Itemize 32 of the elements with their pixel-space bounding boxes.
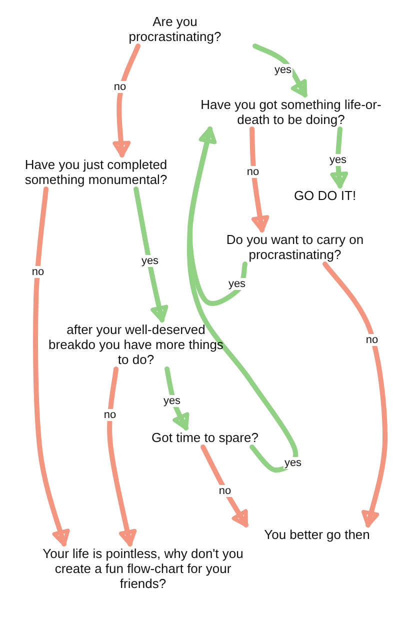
arrow: [186, 126, 298, 472]
edge-label: yes: [283, 457, 303, 469]
arrow: [134, 186, 168, 322]
edge-label: no: [112, 81, 128, 93]
arrow: [164, 366, 190, 430]
edge-label: no: [30, 266, 46, 278]
edge-label: yes: [162, 395, 182, 407]
edge-label: yes: [328, 154, 348, 166]
arrow: [250, 126, 270, 232]
question-text: Are you procrastinating?: [128, 14, 222, 44]
arrow: [252, 44, 308, 98]
arrow: [330, 126, 348, 188]
outcome-text: GO DO IT!: [294, 188, 356, 203]
question-text: Have you got something life-or-death to be doing?: [200, 97, 382, 127]
edge-label: no: [246, 166, 260, 178]
arrow: [322, 262, 388, 528]
question-text: Have you just completed something monumental?: [24, 157, 168, 187]
outcome-text: You better go then: [264, 527, 370, 542]
edge-label: no: [218, 485, 232, 497]
edge-label: no: [364, 334, 380, 346]
edge-label: yes: [227, 278, 247, 290]
arrow: [33, 186, 70, 546]
question-text: Got time to spare?: [152, 430, 258, 445]
arrow: [107, 366, 136, 546]
edge-label: yes: [273, 64, 293, 76]
outcome-text: Your life is pointless, why don't you create a fun flow-chart for your friends?: [42, 546, 244, 591]
question-text: Do you want to carry on procrastinating?: [225, 232, 365, 262]
arrow: [112, 44, 140, 158]
question-text: after your well-deserved breakdo you have more things to do?: [48, 322, 224, 367]
edge-label: no: [102, 409, 118, 421]
edge-label: yes: [140, 255, 160, 267]
arrow: [200, 444, 248, 528]
